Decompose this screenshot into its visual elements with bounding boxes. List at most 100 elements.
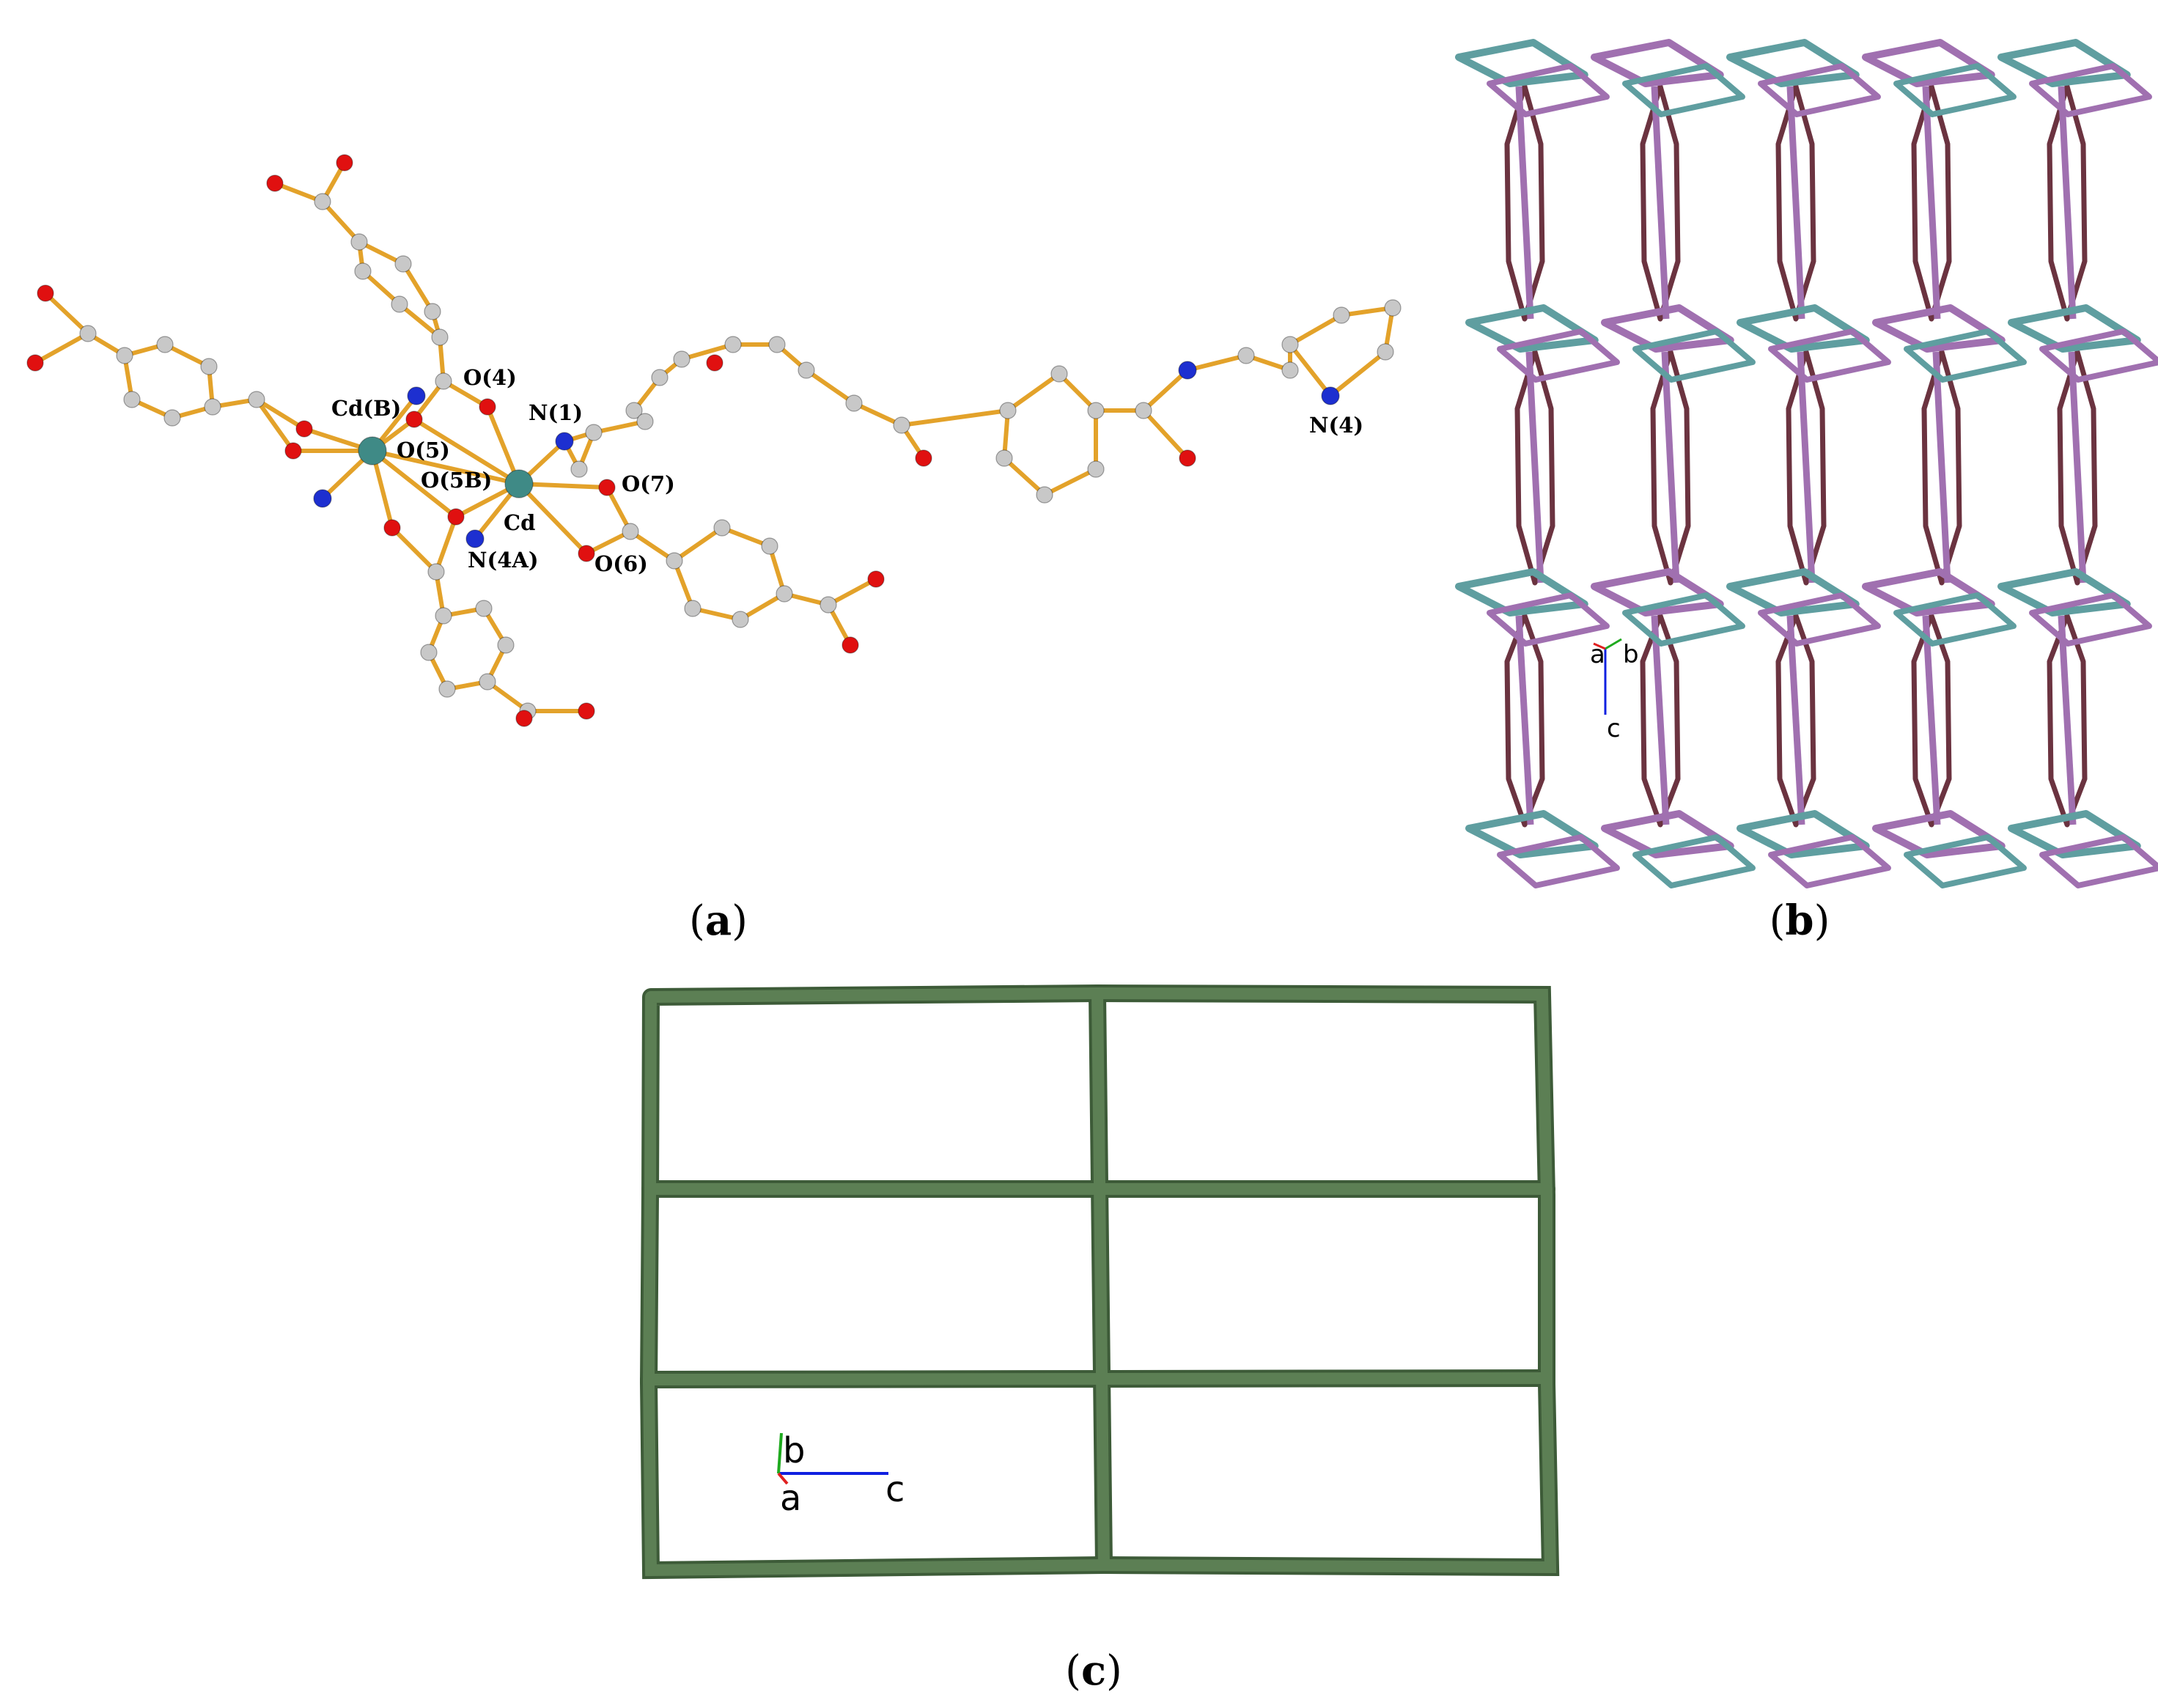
label-o7: O(7)	[622, 471, 675, 496]
pillar-loop	[2047, 84, 2088, 322]
carbon-atom	[570, 460, 588, 478]
bond	[1141, 408, 1190, 460]
carbon-atom	[116, 347, 133, 364]
layer-cell	[2029, 63, 2152, 117]
carbon-atom	[479, 673, 496, 691]
layer-cell	[1758, 63, 1881, 117]
label-o6: O(6)	[594, 551, 648, 576]
pillar-rod	[1661, 351, 1680, 584]
carbon-atom	[424, 303, 441, 320]
caption-b-letter: b	[1785, 897, 1813, 945]
caption-a: (a)	[689, 897, 748, 945]
bond	[672, 559, 695, 611]
bond	[1002, 456, 1047, 497]
pillar-rod	[1932, 351, 1951, 584]
carbon-atom	[1237, 347, 1255, 364]
bond	[357, 240, 405, 266]
grid-row2	[643, 1372, 1553, 1385]
carbon-atom	[1384, 299, 1402, 317]
carbon-atom	[1036, 486, 1053, 504]
bond	[852, 401, 904, 427]
layer-cell	[1758, 592, 1881, 647]
pillar-rod	[1651, 615, 1670, 825]
axis-c-label: c	[1607, 714, 1621, 743]
caption-c: (c)	[1065, 1646, 1122, 1695]
atom-labels: Cd(B) O(4) N(1) O(5) O(5B) Cd O(7) N(4A)…	[331, 365, 1363, 576]
oxygen-atom	[842, 636, 859, 654]
carbon-atom	[475, 600, 493, 617]
layer-cell	[1893, 592, 2017, 647]
oxygen-atom	[867, 570, 885, 588]
carbon-atom	[1281, 361, 1299, 379]
label-o4: O(4)	[463, 365, 517, 390]
carbon-atom	[1087, 460, 1105, 478]
pillar-rod	[1922, 615, 1941, 825]
axis-b-label: b	[1623, 640, 1639, 669]
carbon-atom	[798, 361, 815, 379]
carbon-atom	[163, 409, 181, 427]
bond	[1006, 372, 1061, 413]
layer-cell	[2039, 328, 2158, 383]
pillar-rod	[1922, 86, 1941, 320]
grid-frame	[642, 987, 1557, 1577]
nitrogen-atom	[555, 432, 574, 451]
layer-cell	[1497, 328, 1620, 383]
pillar-loop	[1650, 349, 1691, 586]
pillar-loop	[2047, 613, 2088, 828]
bond	[605, 485, 633, 534]
pillar-loop	[1775, 84, 1816, 322]
carbon-atom	[673, 350, 691, 368]
pillar-rod	[2058, 615, 2077, 825]
bond	[1288, 313, 1344, 347]
oxygen-atom	[295, 420, 313, 438]
pillar-loop	[1514, 349, 1555, 586]
bond	[1185, 353, 1248, 372]
axis-b-label: b	[783, 1430, 805, 1471]
nitrogen-atom	[407, 386, 426, 405]
carbon-atom	[248, 391, 265, 408]
panel-c-grid: b a c (c)	[639, 984, 1560, 1695]
carbon-atom	[350, 233, 368, 251]
carbon-atom	[435, 607, 452, 625]
layered-net	[1455, 39, 2158, 888]
pillar-loop	[1911, 84, 1952, 322]
carbon-atom	[713, 519, 731, 537]
carbon-atom	[684, 600, 701, 617]
carbon-atom	[724, 336, 742, 353]
oxygen-atom	[383, 519, 401, 537]
bond	[361, 269, 402, 306]
bond	[370, 449, 521, 486]
layer-cell	[1893, 63, 2017, 117]
label-n4a: N(4A)	[468, 548, 539, 573]
pillar-rod	[1515, 86, 1534, 320]
carbon-atom	[435, 372, 452, 390]
pillar-loop	[1640, 613, 1681, 828]
bond	[397, 302, 442, 339]
carbon-atom	[427, 563, 445, 581]
bond	[738, 592, 787, 622]
bond	[1057, 372, 1098, 413]
axis-c-label: c	[885, 1469, 905, 1510]
axis-a-line	[777, 1472, 789, 1485]
bond	[1328, 350, 1388, 398]
bond	[691, 606, 743, 622]
layer-cell	[1632, 328, 1756, 383]
carbon-atom	[1050, 365, 1068, 383]
bond	[273, 181, 325, 204]
bond	[1042, 467, 1098, 497]
oxygen-atom	[578, 702, 595, 720]
bond	[680, 342, 735, 361]
pillar-rod	[1515, 615, 1534, 825]
pillar-rod	[2068, 351, 2087, 584]
carbon-atom	[761, 537, 778, 555]
bond	[672, 526, 724, 563]
carbon-atom	[204, 398, 221, 416]
axis-triad-c: b a c	[777, 1430, 905, 1519]
pillar-loop	[1786, 349, 1827, 586]
carbon-atom	[1087, 402, 1105, 419]
bond	[390, 526, 438, 574]
axis-a-label: a	[1590, 640, 1605, 669]
carbon-atom	[995, 449, 1013, 467]
oxygen-atom	[915, 449, 932, 467]
